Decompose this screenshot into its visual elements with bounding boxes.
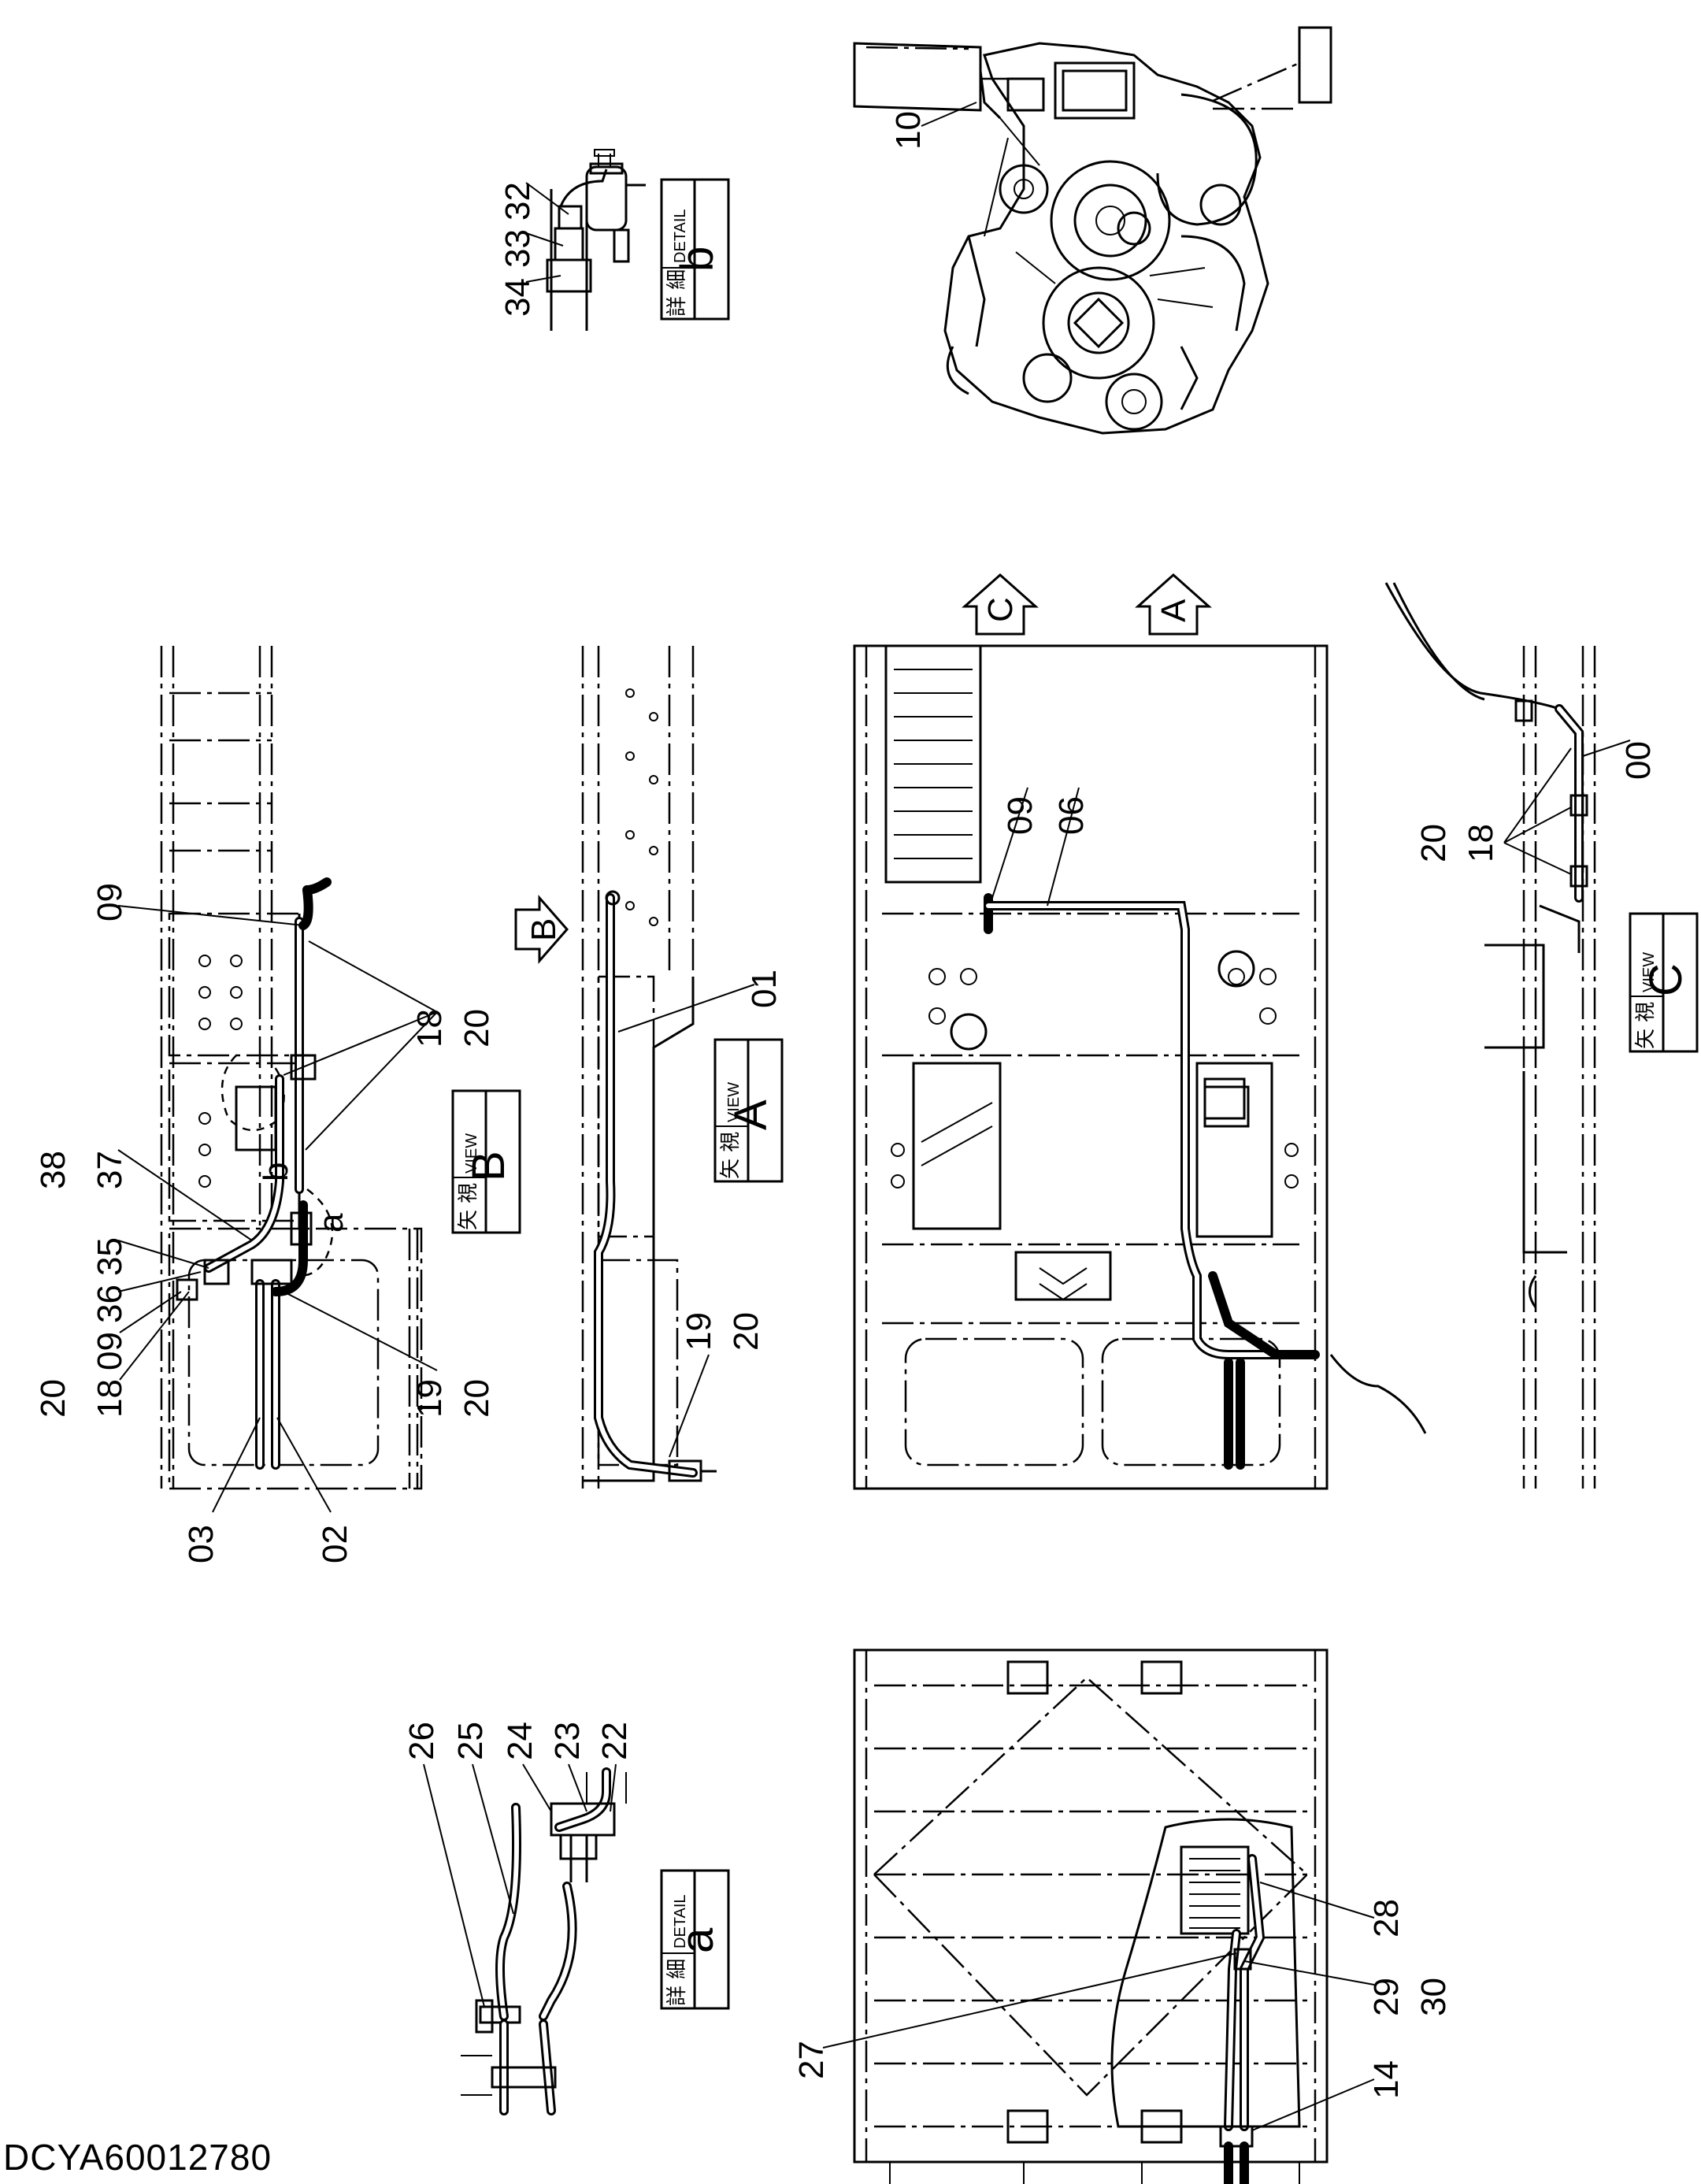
- view-c-hoses: [1384, 582, 1588, 903]
- main-view-frame: [853, 644, 1329, 1490]
- bottom-view-callouts: 28 29 30 27 14: [792, 1882, 1453, 2131]
- callout-34: 34: [498, 278, 537, 317]
- bottom-view-cutaway: [1110, 1818, 1301, 2128]
- callout-09: 09: [91, 883, 129, 921]
- svg-text:B: B: [524, 918, 563, 941]
- drawing-id: DCYA60012780: [3, 2137, 272, 2178]
- engine-callouts: 10: [889, 102, 977, 150]
- svg-text:VIEW: VIEW: [1640, 952, 1658, 992]
- detail-a-box: 詳 細 DETAIL a: [660, 1869, 730, 2010]
- callout-20-right: 20: [458, 1379, 496, 1418]
- callout-20-lower: 20: [34, 1379, 72, 1418]
- view-a-box: 矢 視 VIEW A: [713, 1038, 784, 1183]
- callout-09-main: 09: [1001, 796, 1040, 835]
- main-view-callouts: 09 06: [991, 787, 1091, 907]
- view-c-box: 矢 視 VIEW C: [1629, 912, 1699, 1053]
- arrow-b: B: [514, 895, 569, 964]
- callout-19-a: 19: [680, 1312, 718, 1351]
- callout-35: 35: [91, 1237, 129, 1276]
- svg-text:矢 視: 矢 視: [719, 1132, 743, 1179]
- svg-text:C: C: [981, 597, 1020, 622]
- main-view-hoses: [984, 893, 1427, 1470]
- callout-25: 25: [451, 1722, 490, 1760]
- svg-text:詳 細: 詳 細: [665, 1959, 689, 2006]
- engine-assembly: [853, 26, 1332, 435]
- callout-18-lower: 18: [91, 1379, 129, 1418]
- callout-02: 02: [316, 1525, 354, 1563]
- svg-text:VIEW: VIEW: [725, 1082, 743, 1122]
- detail-b-callouts: 32 33 34: [498, 182, 569, 317]
- callout-29: 29: [1367, 1978, 1406, 2016]
- marker-b: b: [257, 1162, 295, 1181]
- callout-20-a: 20: [727, 1312, 765, 1351]
- callout-01: 01: [745, 970, 784, 1008]
- svg-text:矢 視: 矢 視: [457, 1183, 480, 1230]
- callout-24: 24: [501, 1722, 539, 1760]
- view-b-hoses: [176, 877, 332, 1470]
- callout-20: 20: [458, 1009, 496, 1048]
- callout-37: 37: [91, 1151, 129, 1189]
- svg-text:DETAIL: DETAIL: [672, 209, 689, 263]
- svg-text:DETAIL: DETAIL: [672, 1894, 689, 1949]
- callout-30: 30: [1414, 1978, 1453, 2016]
- callout-19: 19: [410, 1379, 449, 1418]
- arrow-a: A: [1135, 573, 1212, 636]
- view-a-hoses: [594, 890, 717, 1482]
- callout-00: 00: [1619, 741, 1658, 780]
- view-c-callouts: 00 18 20: [1414, 740, 1658, 875]
- svg-text:b: b: [672, 247, 723, 272]
- svg-text:VIEW: VIEW: [463, 1133, 480, 1174]
- callout-23: 23: [548, 1722, 587, 1760]
- view-a-callouts: 01 19 20: [617, 970, 784, 1458]
- detail-a-drawing: [461, 1767, 627, 2115]
- callout-33: 33: [498, 229, 537, 268]
- detail-b-drawing: [546, 149, 646, 331]
- bottom-view-hoses: [1219, 1854, 1266, 2184]
- callout-26: 26: [402, 1722, 441, 1760]
- svg-text:A: A: [1154, 599, 1193, 622]
- marker-a: a: [312, 1213, 350, 1233]
- detail-b-box: 詳 細 DETAIL b: [660, 178, 730, 321]
- svg-text:B: B: [463, 1151, 514, 1181]
- view-c-frame: [1484, 646, 1596, 1489]
- arrow-c: C: [962, 573, 1039, 636]
- callout-20-c: 20: [1414, 824, 1453, 862]
- callout-03: 03: [182, 1525, 220, 1563]
- callout-09-lower: 09: [91, 1332, 129, 1370]
- callout-18-c: 18: [1462, 824, 1500, 862]
- svg-text:矢 視: 矢 視: [1634, 1002, 1658, 1049]
- svg-text:詳 細: 詳 細: [665, 269, 689, 317]
- callout-32: 32: [498, 182, 537, 221]
- callout-38: 38: [34, 1151, 72, 1189]
- svg-text:A: A: [725, 1099, 776, 1130]
- detail-a-callouts: 22 23 24 25 26: [402, 1722, 634, 2008]
- view-b-callouts: 09 18 20 38 37 35 36 09 20 18 19 20 03 0…: [34, 883, 496, 1563]
- callout-10: 10: [889, 111, 928, 150]
- svg-text:C: C: [1640, 963, 1692, 996]
- view-b-box: 矢 視 VIEW B: [451, 1089, 521, 1234]
- callout-22: 22: [595, 1722, 634, 1760]
- svg-text:a: a: [672, 1927, 723, 1953]
